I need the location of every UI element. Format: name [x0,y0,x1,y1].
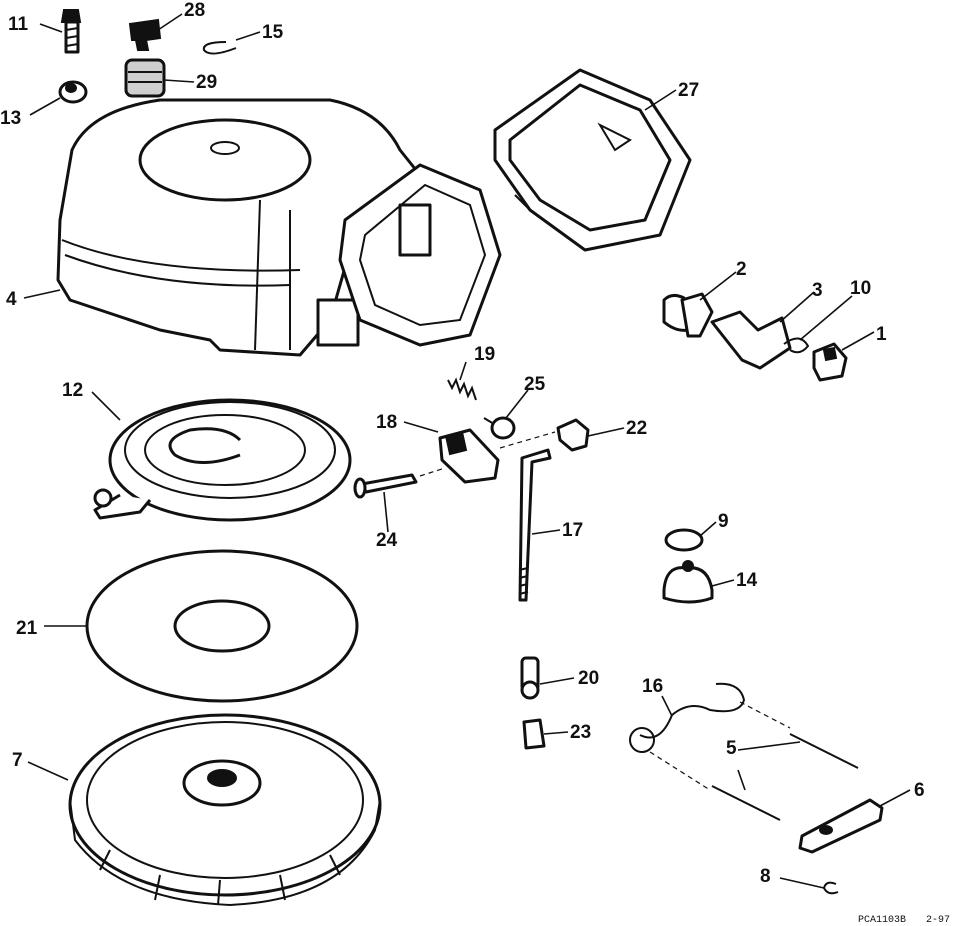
connector-part-28 [128,18,162,51]
seal-part-27 [493,68,692,252]
screw-part-11 [60,9,82,54]
callout-4: 4 [6,289,17,310]
boot-part-29 [124,58,166,98]
callout-5: 5 [726,738,737,759]
callout-6: 6 [914,780,925,801]
spacer-part-13 [58,80,88,104]
callout-17: 17 [562,520,583,541]
pin-part-24 [353,467,446,499]
callout-18: 18 [376,412,397,433]
callout-8: 8 [760,866,771,887]
cap-part-14 [662,560,714,604]
callout-9: 9 [718,511,729,532]
callout-21: 21 [16,618,38,639]
clip-part-15 [202,41,237,55]
figure-date: 2-97 [926,915,950,926]
pulley-part-7 [68,713,382,907]
callout-22: 22 [626,418,647,439]
figure-code: PCA1103B [858,915,906,926]
clip-part-8 [822,881,839,895]
wire-part-10 [783,337,810,354]
callout-27: 27 [678,80,699,101]
callout-2: 2 [736,259,747,280]
housing-part-4 [56,98,502,357]
callout-14: 14 [736,570,758,591]
callout-25: 25 [524,374,546,395]
callout-15: 15 [262,22,284,43]
clip-part-23 [522,718,546,750]
link-part-22 [499,418,590,452]
lockout-part-18 [438,428,500,484]
link-part-20 [520,656,540,700]
callout-24: 24 [376,530,398,551]
callout-3: 3 [812,280,823,301]
spring-part-19 [447,377,477,401]
callout-11: 11 [8,14,29,35]
callout-10: 10 [850,278,871,299]
spring-part-12 [93,398,352,522]
callout-1: 1 [876,324,887,345]
callout-19: 19 [474,344,495,365]
bracket-part-2 [662,292,714,338]
callout-16: 16 [642,676,663,697]
plate-part-21 [85,549,359,703]
spring-wire-part-16 [629,682,791,791]
handle-part-3 [710,310,792,370]
callout-23: 23 [570,722,591,743]
retainer-part-1 [812,342,848,382]
spring-part-5 [711,733,859,821]
callout-labels: 1 2 3 4 5 6 7 8 9 10 11 12 13 14 15 16 1… [0,0,925,887]
button-part-25 [483,416,516,440]
callout-13: 13 [0,108,21,129]
lever-part-6 [798,798,884,854]
callout-20: 20 [578,668,599,689]
oring-part-9 [664,528,704,552]
leader-lines [23,13,911,889]
callout-29: 29 [196,72,217,93]
callout-28: 28 [184,0,205,21]
callout-12: 12 [62,380,83,401]
callout-7: 7 [12,750,23,771]
rod-part-17 [518,448,552,602]
